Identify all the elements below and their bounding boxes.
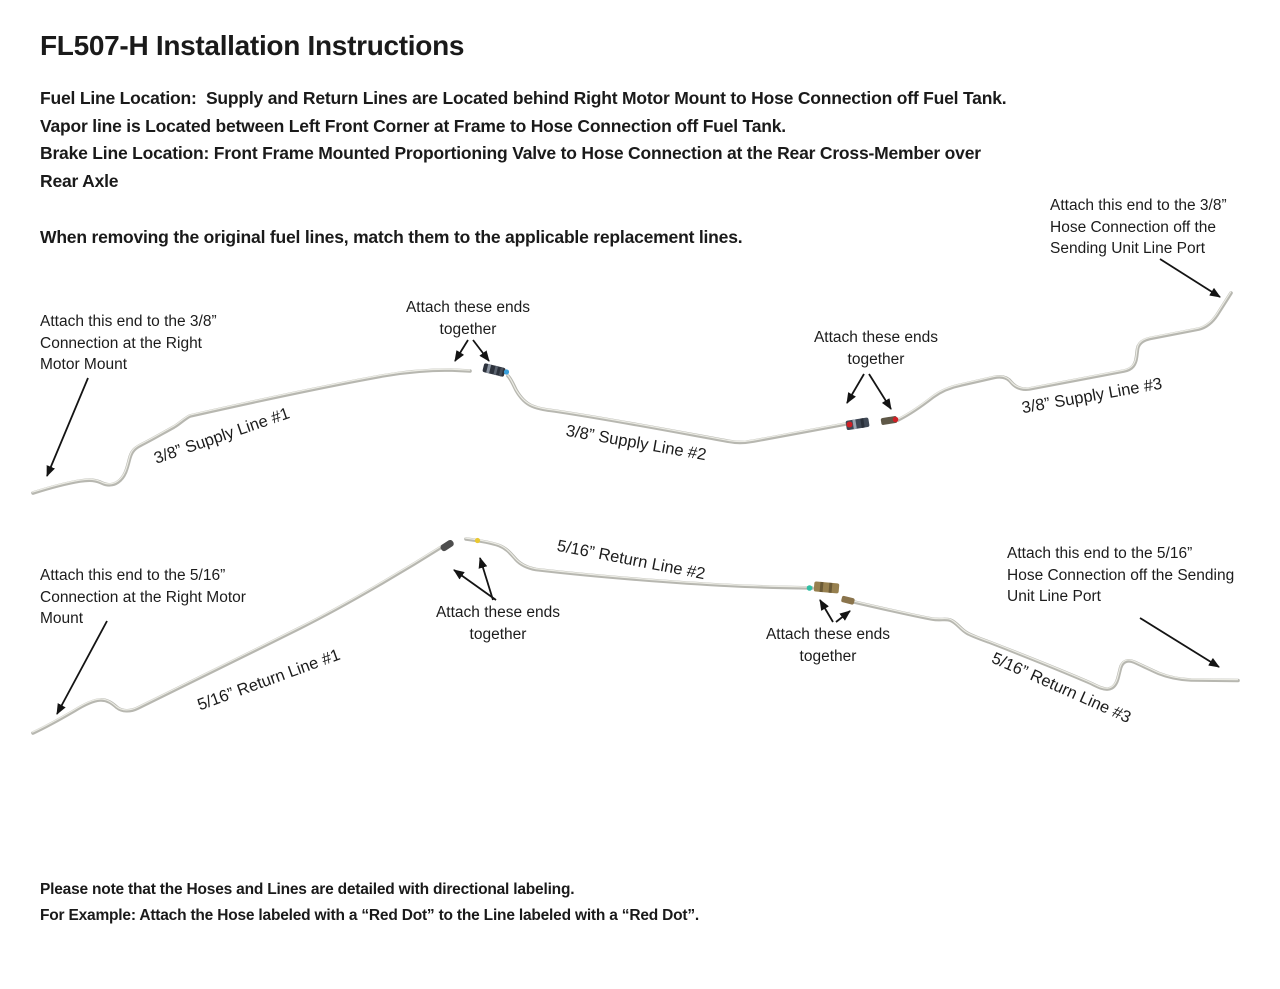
return-left-callout: Attach this end to the 5/16” Connection … xyxy=(40,565,246,630)
arrow-return-join2-right xyxy=(835,610,851,623)
callout-line: together xyxy=(439,320,497,338)
teal-dot-marker xyxy=(806,585,813,591)
callout-line: together xyxy=(847,350,905,368)
callout-arrows xyxy=(46,258,1221,715)
callout-line: Attach these ends xyxy=(405,299,531,316)
callout-line: Connection at the Right Motor xyxy=(40,588,246,606)
page-title: FL507-H Installation Instructions xyxy=(40,30,465,61)
directional-labeling-note: Please note that the Hoses and Lines are… xyxy=(40,877,699,929)
arrow-return-left xyxy=(56,620,108,715)
supply-joint-2-hose-fitting xyxy=(845,417,870,431)
return-joint-2-hose-fitting xyxy=(813,581,840,594)
return-join1-callout: Attach these ends together xyxy=(428,602,568,645)
callout-line: Attach this end to the 5/16” xyxy=(1007,545,1193,562)
arrow-return-join1-right xyxy=(478,557,494,601)
return-join2-callout: Attach these ends together xyxy=(758,624,898,667)
callout-line: Attach these ends xyxy=(435,604,561,621)
arrow-return-join1-left xyxy=(453,569,497,601)
callout-line: Attach this end to the 5/16” xyxy=(40,567,226,584)
yellow-dot-marker xyxy=(474,537,481,544)
supply-right-callout: Attach this end to the 3/8” Hose Connect… xyxy=(1050,195,1227,260)
arrow-supply-join2-left xyxy=(846,373,865,404)
return-line-1-end-fitting xyxy=(440,539,454,552)
arrow-supply-join1-left xyxy=(454,339,469,362)
return-right-callout: Attach this end to the 5/16” Hose Connec… xyxy=(1007,543,1234,608)
intro-line-4: Rear Axle xyxy=(40,170,119,191)
callout-line: Motor Mount xyxy=(40,356,128,373)
supply-left-callout: Attach this end to the 3/8” Connection a… xyxy=(40,311,217,376)
intro-line-3: Brake Line Location: Front Frame Mounted… xyxy=(40,143,981,163)
callout-line: Attach this end to the 3/8” xyxy=(1050,197,1227,214)
callout-line: Connection at the Right xyxy=(40,334,202,352)
callout-line: together xyxy=(469,625,527,643)
arrow-return-join2-left xyxy=(819,599,834,623)
callout-line: Unit Line Port xyxy=(1007,588,1101,605)
callout-line: together xyxy=(799,647,857,665)
callout-line: Attach this end to the 3/8” xyxy=(40,313,217,330)
removal-note: When removing the original fuel lines, m… xyxy=(40,227,743,247)
callout-line: Mount xyxy=(40,610,84,627)
arrow-supply-right xyxy=(1159,258,1221,298)
red-dot-marker xyxy=(892,416,899,423)
return-joint-2-line-fitting xyxy=(841,595,855,605)
callout-line: Attach these ends xyxy=(765,626,891,643)
supply-joint-1-fitting xyxy=(482,363,506,377)
footer-line-1: Please note that the Hoses and Lines are… xyxy=(40,881,575,898)
arrow-supply-join1-right xyxy=(472,339,490,362)
supply-join2-callout: Attach these ends together xyxy=(806,327,946,370)
supply-join1-callout: Attach these ends together xyxy=(398,297,538,340)
arrow-return-right xyxy=(1139,617,1220,668)
arrow-supply-join2-right xyxy=(868,373,892,410)
red-dot-marker xyxy=(846,421,853,428)
footer-line-2: For Example: Attach the Hose labeled wit… xyxy=(40,907,700,924)
callout-line: Hose Connection off the Sending xyxy=(1007,566,1235,584)
arrow-supply-left xyxy=(46,377,89,477)
callout-line: Attach these ends xyxy=(813,329,939,346)
intro-line-1: Fuel Line Location: Supply and Return Li… xyxy=(40,88,1007,108)
callout-line: Sending Unit Line Port xyxy=(1050,240,1206,257)
callout-line: Hose Connection off the xyxy=(1050,218,1217,236)
fuel-line-location-paragraph: Fuel Line Location: Supply and Return Li… xyxy=(40,85,1007,195)
blue-dot-marker xyxy=(503,369,510,375)
intro-line-2: Vapor line is Located between Left Front… xyxy=(40,115,786,136)
